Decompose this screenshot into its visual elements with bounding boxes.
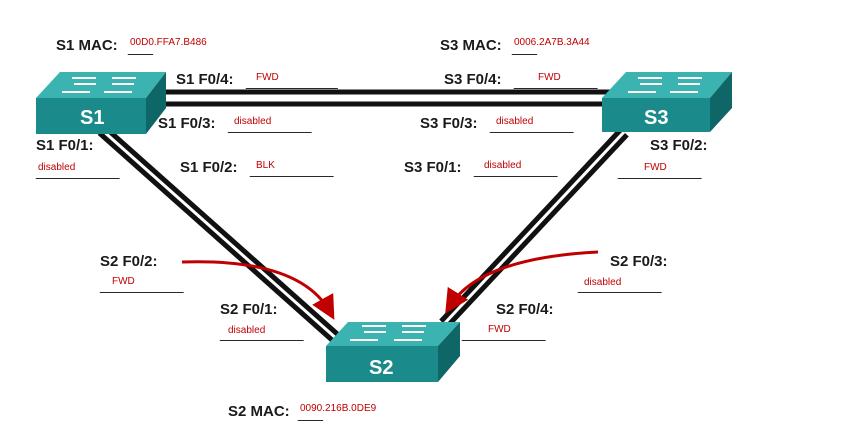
port-label: S3 F0/4: [444,71,502,88]
switch-icon [326,322,460,382]
port-status: FWD [256,72,279,83]
links [97,89,629,345]
port-blank: __________ [513,73,598,90]
port-s2-f04: S2 F0/4: FWD __________ [461,301,554,342]
port-label: S1 F0/1: [36,137,94,154]
port-status: disabled [38,162,75,173]
port-s1-f04: S1 F0/4: ___________ FWD [176,71,338,90]
port-label: S3 F0/1: [404,159,462,176]
port-blank: ___________ [245,73,338,90]
port-status: disabled [484,160,521,171]
switch-icon [36,72,166,134]
port-label: S2 F0/2: [100,253,158,270]
mac-s2: S2 MAC: ___ 0090.216B.0DE9 [228,403,377,422]
mac-s3: S3 MAC: ___ 0006.2A7B.3A44 [440,37,590,56]
switch-s1[interactable]: S1 [36,72,166,134]
mac-label: S1 MAC: [56,37,118,54]
port-blank: __________ [219,325,304,342]
switch-s2[interactable]: S2 [326,322,460,382]
mac-blank: ___ [127,39,154,56]
port-label: S3 F0/3: [420,115,478,132]
port-label: S2 F0/4: [496,301,554,318]
port-status: BLK [256,160,275,171]
port-label: S3 F0/2: [650,137,708,154]
port-blank: __________ [35,163,120,180]
switch-s3[interactable]: S3 [602,72,732,132]
port-status: FWD [488,324,511,335]
port-s2-f03: S2 F0/3: disabled __________ [577,253,668,294]
switch-name: S2 [369,357,393,379]
port-blank: __________ [461,325,546,342]
port-label: S1 F0/2: [180,159,238,176]
mac-blank: ___ [297,405,324,422]
port-status: FWD [644,162,667,173]
curved-arrow-icon [445,250,599,314]
mac-blank: ___ [511,39,538,56]
port-label: S2 F0/1: [220,301,278,318]
switch-name: S3 [644,107,668,129]
link-s3-s2-pair [439,127,629,329]
port-s3-f03: S3 F0/3: __________ disabled [420,115,574,134]
port-blank: __________ [249,161,334,178]
port-s2-f01: S2 F0/1: disabled __________ [219,301,304,342]
port-blank: __________ [577,277,662,294]
port-blank: __________ [99,277,184,294]
port-s3-f02: S3 F0/2: FWD __________ [617,137,708,180]
port-label: S1 F0/4: [176,71,234,88]
port-label: S1 F0/3: [158,115,216,132]
mac-value: 0006.2A7B.3A44 [514,37,590,48]
port-blank: __________ [227,117,312,134]
switch-icon [602,72,732,132]
port-status: disabled [234,116,271,127]
port-status: FWD [538,72,561,83]
mac-value: 0090.216B.0DE9 [300,403,377,414]
port-s3-f01: S3 F0/1: __________ disabled [404,159,558,178]
port-s1-f02: S1 F0/2: __________ BLK [180,159,334,178]
mac-s1: S1 MAC: ___ 00D0.FFA7.B486 [56,37,207,56]
port-blank: __________ [489,117,574,134]
port-s3-f04: S3 F0/4: __________ FWD [444,71,598,90]
link-s1-s2-pair [97,125,343,345]
mac-value: 00D0.FFA7.B486 [130,37,207,48]
port-s2-f02: S2 F0/2: FWD __________ [99,253,184,294]
port-blank: __________ [473,161,558,178]
switch-name: S1 [80,107,104,129]
port-status: disabled [496,116,533,127]
port-s1-f03: S1 F0/3: __________ disabled [158,115,312,134]
mac-label: S2 MAC: [228,403,290,420]
mac-label: S3 MAC: [440,37,502,54]
port-status: disabled [228,325,265,336]
port-status: disabled [584,277,621,288]
port-status: FWD [112,276,135,287]
port-label: S2 F0/3: [610,253,668,270]
port-blank: __________ [617,163,702,180]
port-s1-f01: S1 F0/1: disabled __________ [35,137,120,180]
curved-arrow-icon [181,260,335,320]
